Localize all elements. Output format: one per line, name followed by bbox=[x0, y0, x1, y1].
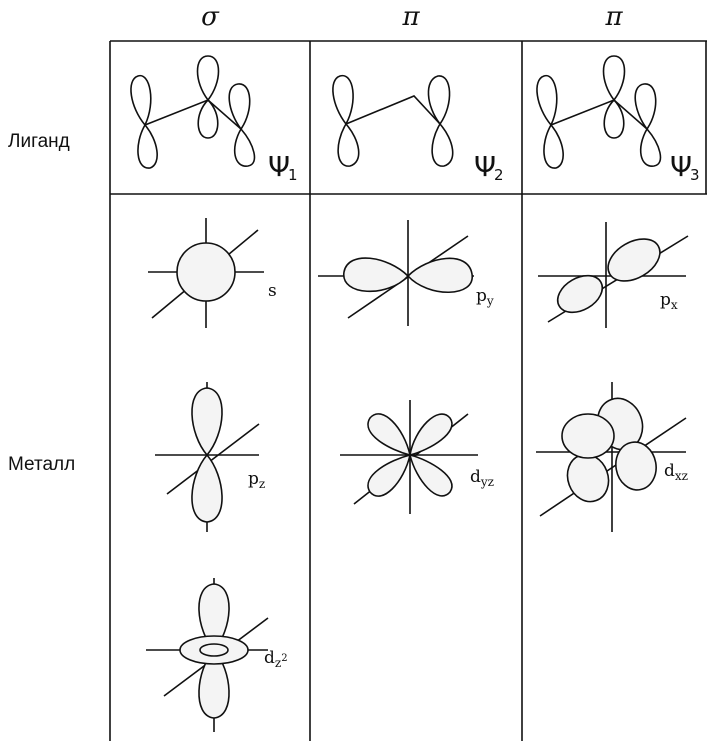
row-label-metal: Металл bbox=[8, 454, 76, 475]
metal-orbital-dxz-drawing bbox=[536, 382, 687, 532]
metal-orbital-s-drawing bbox=[148, 218, 264, 328]
metal-orbital-py-drawing bbox=[318, 220, 474, 326]
row-label-ligand: Лиганд bbox=[8, 131, 70, 152]
header-pi-2: π bbox=[605, 2, 623, 32]
ligand-orbital-psi1-label: Ψ1 bbox=[268, 150, 298, 184]
metal-orbital-dz2-drawing bbox=[146, 578, 269, 732]
metal-orbital-px-label: px bbox=[660, 290, 678, 312]
metal-orbital-pz-label: pz bbox=[248, 469, 266, 491]
metal-orbital-s-label: s bbox=[268, 281, 277, 301]
header-pi-1: π bbox=[402, 2, 420, 32]
metal-orbital-py-label: py bbox=[476, 286, 494, 308]
metal-orbital-px-drawing bbox=[538, 222, 689, 328]
metal-orbital-dyz-drawing bbox=[340, 400, 478, 514]
metal-orbital-dyz-label: dyz bbox=[470, 467, 494, 489]
header-sigma: σ bbox=[201, 2, 219, 32]
ligand-orbital-psi3-drawing bbox=[536, 55, 662, 169]
metal-orbital-dz2-label: dz2 bbox=[264, 648, 288, 670]
metal-orbital-pz-drawing bbox=[155, 382, 260, 532]
ligand-orbital-psi2-label: Ψ2 bbox=[474, 150, 504, 184]
ligand-orbital-psi3-label: Ψ3 bbox=[670, 150, 700, 184]
ligand-orbital-psi1-drawing bbox=[130, 55, 256, 169]
ligand-orbital-psi2-drawing bbox=[332, 75, 454, 167]
metal-orbital-dxz-label: dxz bbox=[664, 461, 688, 483]
